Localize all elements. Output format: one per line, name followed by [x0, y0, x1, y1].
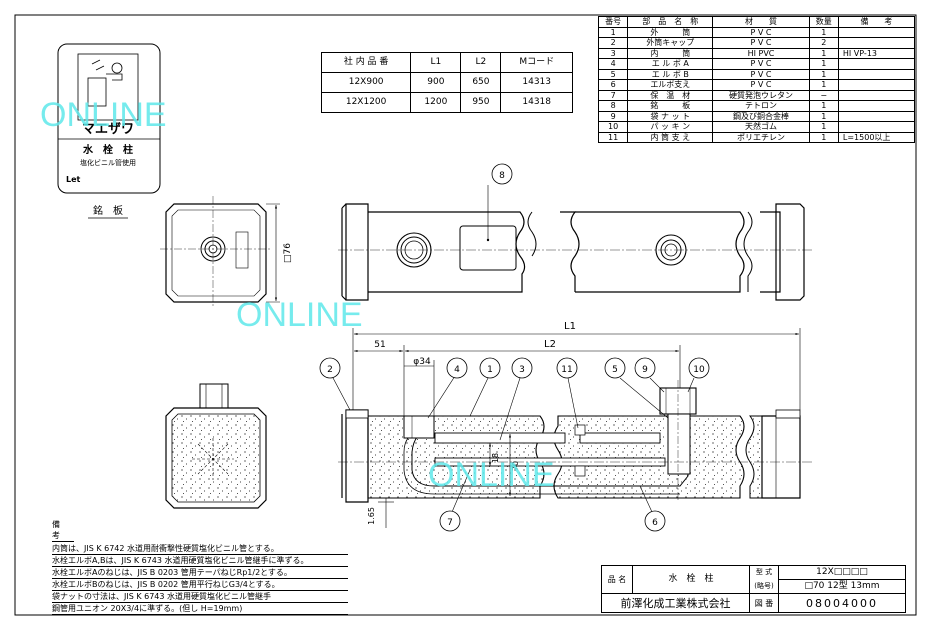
- name-label: 品 名: [601, 565, 633, 594]
- nameplate-brand: マエザワ: [82, 122, 134, 137]
- title-block: 品 名 水 栓 柱 型 式 12X□□□□ (略号) □70 12型 13mm …: [601, 565, 906, 613]
- balloon-6: 6: [639, 485, 666, 532]
- drawing-number: 08004000: [778, 593, 906, 613]
- svg-text:10: 10: [693, 365, 705, 375]
- nameplate-caption: 銘 板: [93, 204, 123, 217]
- dimension-lines: [352, 328, 801, 528]
- balloon-3: 3: [499, 357, 533, 441]
- dimension-table-header: 社 内 品 番 L1 L2 Mコード: [320, 52, 573, 73]
- dim-phi34: φ34: [413, 357, 431, 367]
- table-row: 12X900 900 650 14313: [320, 72, 573, 93]
- top-view: □76: [160, 196, 293, 306]
- table-row: 12X1200 1200 950 14318: [320, 92, 573, 113]
- dim-L2: L2: [544, 339, 556, 350]
- note-line: 水栓エルボAのねじは、JIS B 0203 管用テーパねじRp1/2とする。: [52, 567, 348, 579]
- svg-text:6: 6: [652, 518, 658, 528]
- dim-L1: L1: [564, 321, 576, 332]
- dim-1-65: 1.65: [367, 507, 376, 525]
- drawing-label: 図 番: [749, 593, 779, 613]
- nameplate-mark: Let: [66, 175, 81, 184]
- dimension-table: 社 内 品 番 L1 L2 Mコード 12X900 900 650 14313 …: [320, 52, 573, 113]
- svg-text:9: 9: [642, 365, 648, 375]
- front-view: [338, 185, 812, 301]
- note-line: 鋼管用ユニオン 20X3/4に準ずる。(但し H=19mm): [52, 603, 348, 615]
- dim-18: 18: [491, 453, 500, 463]
- nameplate: マエザワ 水 栓 柱 塩化ビニル管使用 Let: [57, 43, 161, 194]
- balloon-1: 1: [469, 357, 501, 417]
- balloon-8: 8: [491, 163, 513, 185]
- svg-text:3: 3: [519, 365, 525, 375]
- faucet-icon: [87, 59, 123, 107]
- svg-text:5: 5: [612, 365, 618, 375]
- balloon-10: 10: [687, 357, 710, 393]
- dim-51: 51: [374, 340, 385, 350]
- model-code: 12X□□□□: [778, 565, 906, 580]
- model-label: 型 式: [749, 565, 779, 580]
- drawing-frame: [14, 14, 917, 616]
- balloon-2: 2: [319, 357, 351, 411]
- model-spec: □70 12型 13mm: [778, 579, 906, 594]
- balloon-7: 7: [439, 469, 471, 532]
- parts-table-header: 番号 部 品 名 称 材 質 数量 備 考: [597, 16, 916, 28]
- svg-text:2: 2: [327, 365, 333, 375]
- svg-text:7: 7: [447, 518, 453, 528]
- dim-70: 70: [511, 461, 520, 471]
- long-section: [338, 380, 812, 503]
- product-name: 水 栓 柱: [632, 565, 750, 594]
- balloon-9: 9: [634, 357, 665, 393]
- model-label-abbr: (略号): [749, 579, 779, 594]
- svg-text:8: 8: [499, 171, 505, 181]
- dim-sq76: □76: [283, 243, 293, 263]
- company-name: 前澤化成工業株式会社: [601, 593, 750, 613]
- balloon-11: 11: [556, 357, 579, 429]
- nameplate-sub: 塩化ビニル管使用: [80, 158, 136, 167]
- side-section: [165, 383, 267, 509]
- svg-text:1: 1: [487, 365, 493, 375]
- note-line: 内筒は、JIS K 6742 水道用耐衝撃性硬質塩化ビニル管とする。: [52, 543, 348, 555]
- nameplate-product: 水 栓 柱: [82, 143, 133, 156]
- note-line: 水栓エルボA,Bは、JIS K 6743 水道用硬質塩化ビニル管継手に準ずる。: [52, 555, 348, 567]
- balloon-4: 4: [427, 357, 468, 419]
- note-line: 水栓エルボBのねじは、JIS B 0202 管用平行ねじG3/4とする。: [52, 579, 348, 591]
- svg-text:11: 11: [561, 365, 572, 375]
- notes: 備 考 内筒は、JIS K 6742 水道用耐衝撃性硬質塩化ビニル管とする。 水…: [52, 519, 348, 615]
- notes-title: 備 考: [52, 519, 74, 542]
- note-line: 袋ナットの寸法は、JIS K 6743 水道用硬質塩化ビニル管継手: [52, 591, 348, 603]
- balloon-5: 5: [604, 357, 669, 419]
- balloons: 8 2 4 1 3 11 5: [319, 163, 710, 532]
- svg-text:4: 4: [454, 365, 460, 375]
